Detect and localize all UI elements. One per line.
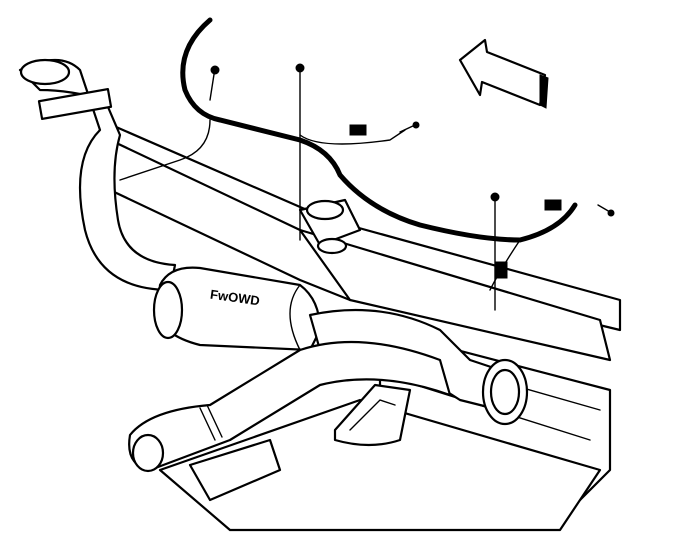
wiring-harness bbox=[119, 17, 578, 291]
rear-pipe bbox=[128, 340, 452, 473]
catalytic-converter: FwOWD bbox=[152, 266, 322, 352]
floor-pan bbox=[158, 398, 602, 532]
converter-label: FwOWD bbox=[209, 287, 260, 309]
hanger-bracket bbox=[333, 383, 412, 447]
front-exhaust-pipe bbox=[18, 58, 177, 292]
tank-mount bbox=[298, 198, 362, 255]
forward-arrow-icon bbox=[458, 38, 549, 109]
bolts bbox=[209, 63, 615, 311]
